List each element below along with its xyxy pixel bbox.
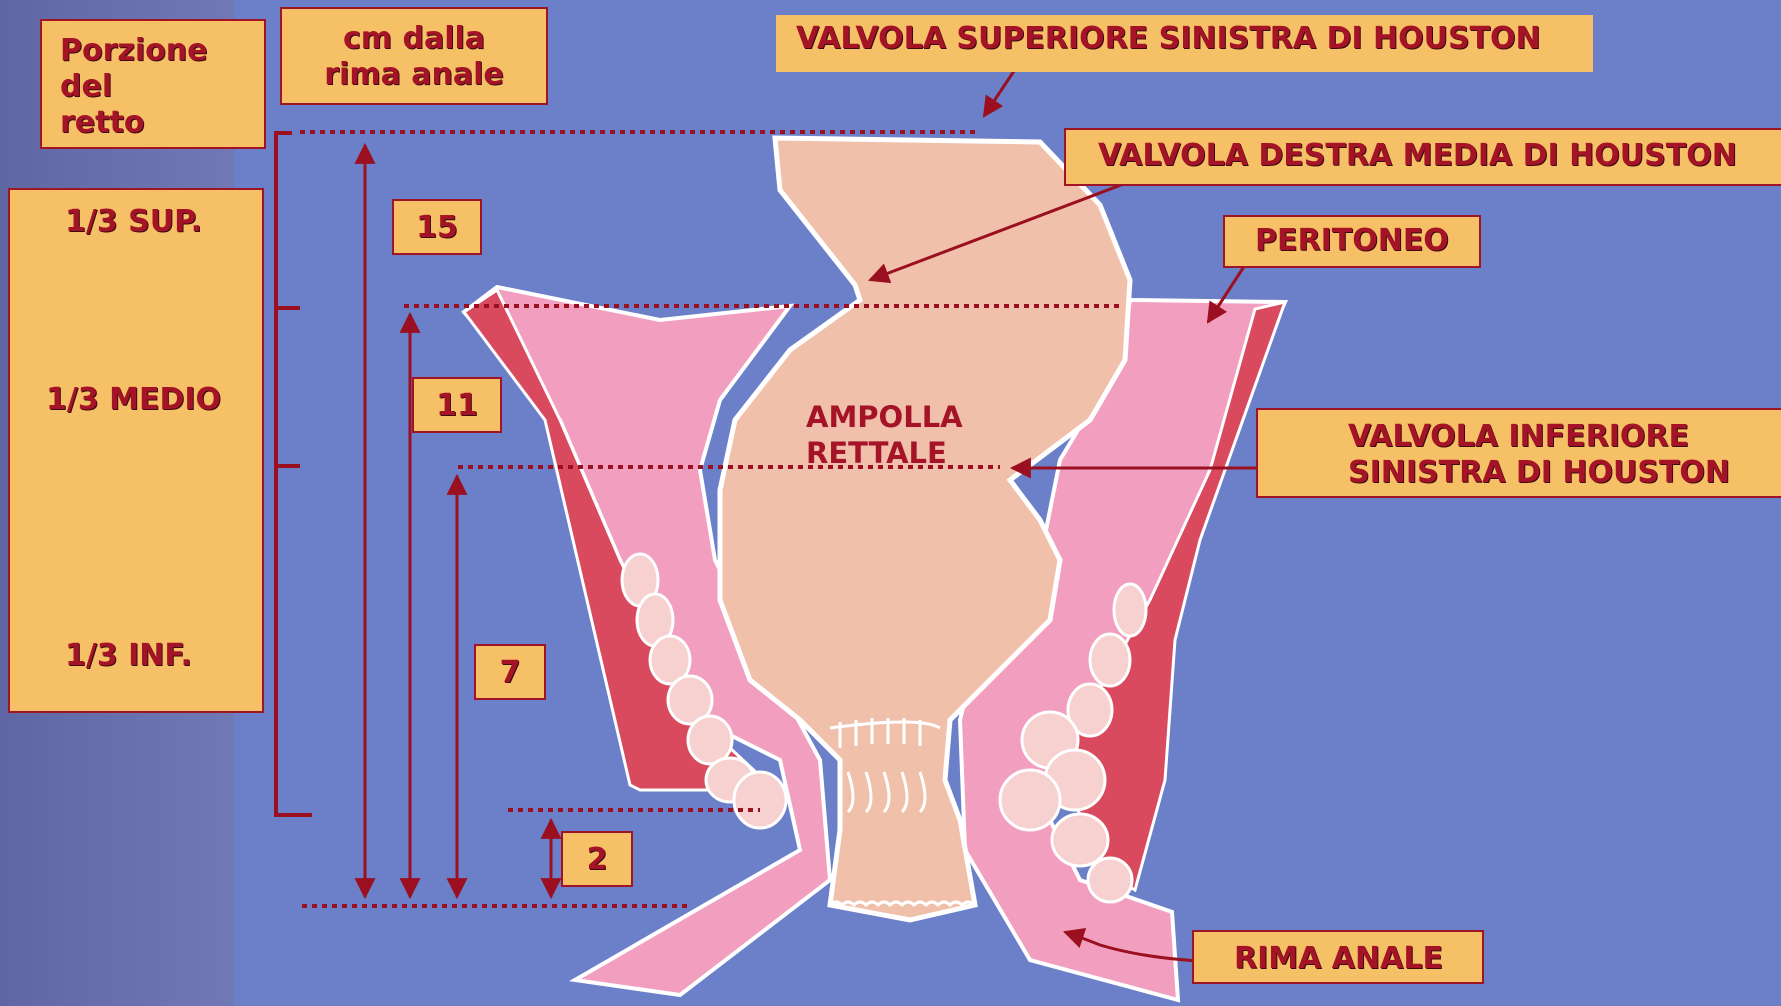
section-middle: 1/3 MEDIO <box>46 382 221 418</box>
portion-header: Porzione del retto <box>40 19 266 149</box>
peritoneum-label: PERITONEO <box>1223 215 1481 268</box>
portion-bracket <box>276 133 312 815</box>
distance-15: 15 <box>392 199 482 255</box>
distance-arrows <box>365 145 551 897</box>
anal-verge-label: RIMA ANALE <box>1192 930 1484 984</box>
section-upper: 1/3 SUP. <box>65 204 202 240</box>
distance-11: 11 <box>412 377 502 433</box>
lower-valve-label: VALVOLA INFERIORE SINISTRA DI HOUSTON <box>1256 408 1781 498</box>
ampulla-label: AMPOLLA RETTALE <box>806 399 963 471</box>
section-lower: 1/3 INF. <box>65 638 192 674</box>
sections-panel: 1/3 SUP. 1/3 MEDIO 1/3 INF. <box>8 188 264 713</box>
upper-valve-label: VALVOLA SUPERIORE SINISTRA DI HOUSTON <box>776 15 1593 72</box>
distance-2: 2 <box>561 831 633 887</box>
middle-valve-label: VALVOLA DESTRA MEDIA DI HOUSTON <box>1064 128 1781 186</box>
cm-header: cm dalla rima anale <box>280 7 548 105</box>
distance-7: 7 <box>474 644 546 700</box>
